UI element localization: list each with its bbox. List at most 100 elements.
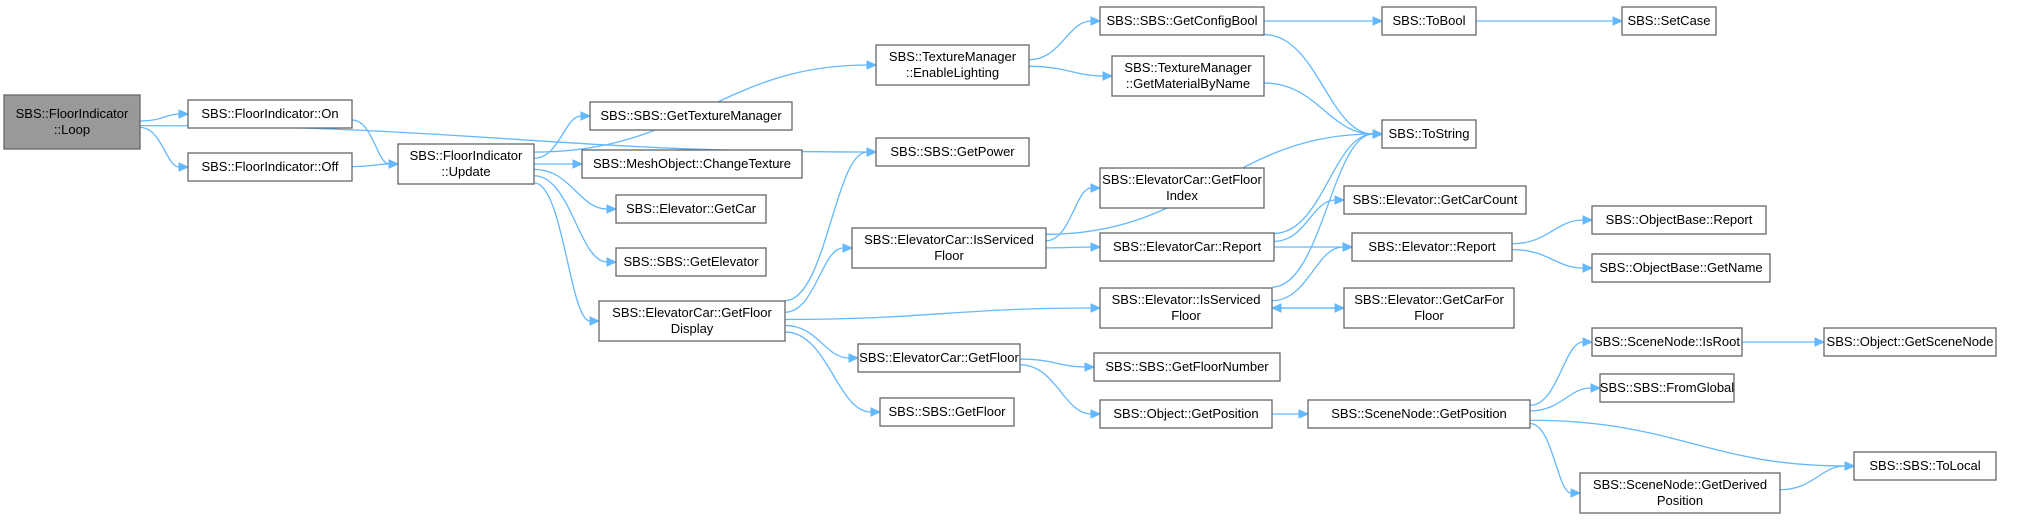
node-gettexmgr[interactable]: SBS::SBS::GetTextureManager (589, 101, 793, 131)
node-carreport[interactable]: SBS::ElevatorCar::Report (1099, 232, 1275, 262)
arrowhead-icon (1090, 16, 1102, 26)
edge-elevreport-to-objreport (1511, 215, 1594, 245)
node-box (1591, 205, 1767, 235)
edge-line (1529, 387, 1592, 412)
arrowhead-icon (1582, 263, 1594, 273)
node-label: SBS::ObjectBase::Report (1606, 212, 1753, 227)
node-label: SBS::SBS::GetPower (890, 144, 1015, 159)
node-getelevator[interactable]: SBS::SBS::GetElevator (615, 247, 767, 277)
node-label: SBS::Object::GetPosition (1113, 406, 1258, 421)
node-getconfigbool[interactable]: SBS::SBS::GetConfigBool (1099, 6, 1265, 36)
node-label: SBS::ElevatorCar::Report (1113, 239, 1262, 254)
node-setcase[interactable]: SBS::SetCase (1621, 6, 1717, 36)
edge-cargetfloor-to-objgetposition (1019, 364, 1102, 419)
node-tobool[interactable]: SBS::ToBool (1381, 6, 1477, 36)
arrowhead-icon (1582, 215, 1594, 225)
node-box (187, 152, 353, 182)
node-label: SBS::ObjectBase::GetName (1599, 260, 1762, 275)
edge-getfloordisplay-to-cargetfloor (784, 324, 860, 363)
node-box (851, 227, 1047, 269)
edge-line (1529, 341, 1584, 407)
node-label: SBS::FloorIndicator (16, 106, 129, 121)
edge-getcarforfloor-to-elevisserviced (1270, 303, 1345, 313)
arrowhead-icon (842, 243, 854, 253)
node-box (615, 247, 767, 277)
node-box (875, 44, 1030, 86)
node-getmaterial[interactable]: SBS::TextureManager::GetMaterialByName (1111, 55, 1265, 97)
edge-line (1273, 199, 1336, 243)
node-enablelighting[interactable]: SBS::TextureManager::EnableLighting (875, 44, 1030, 86)
node-on[interactable]: SBS::FloorIndicator::On (187, 99, 353, 129)
node-off[interactable]: SBS::FloorIndicator::Off (187, 152, 353, 182)
node-box (1099, 287, 1273, 329)
edge-getderived-to-tolocal (1779, 461, 1856, 491)
edge-carisserviced-to-carreport (1045, 242, 1102, 252)
node-elevreport[interactable]: SBS::Elevator::Report (1351, 232, 1513, 262)
node-getfloornumber[interactable]: SBS::SBS::GetFloorNumber (1093, 352, 1281, 382)
node-getcarcount[interactable]: SBS::Elevator::GetCarCount (1343, 185, 1527, 215)
node-label: SBS::SetCase (1627, 13, 1710, 28)
node-box (1591, 327, 1743, 357)
node-box (1099, 167, 1265, 209)
node-label: Position (1657, 493, 1703, 508)
node-box (1381, 6, 1477, 36)
arrowhead-icon (1084, 362, 1096, 372)
node-label: SBS::Elevator::GetCarCount (1353, 192, 1518, 207)
node-label: Display (671, 321, 714, 336)
node-isroot[interactable]: SBS::SceneNode::IsRoot (1591, 327, 1743, 357)
node-fromglobal[interactable]: SBS::SBS::FromGlobal (1599, 373, 1735, 403)
nodes-layer: SBS::FloorIndicator::LoopSBS::FloorIndic… (3, 6, 1997, 514)
edge-line (1511, 248, 1584, 269)
node-label: SBS::Elevator::Report (1368, 239, 1496, 254)
edge-line (1263, 82, 1374, 135)
arrowhead-icon (178, 109, 190, 119)
node-objreport[interactable]: SBS::ObjectBase::Report (1591, 205, 1767, 235)
node-tolocal[interactable]: SBS::SBS::ToLocal (1853, 451, 1997, 481)
node-box (1307, 399, 1531, 429)
node-sbsgetfloor[interactable]: SBS::SBS::GetFloor (879, 397, 1015, 427)
edge-sngetposition-to-tolocal (1529, 419, 1856, 471)
arrowhead-icon (572, 159, 584, 169)
edge-line (784, 331, 872, 413)
node-loop[interactable]: SBS::FloorIndicator::Loop (3, 94, 141, 150)
arrowhead-icon (1090, 303, 1102, 313)
node-label: SBS::SBS::GetElevator (623, 254, 759, 269)
node-getcar[interactable]: SBS::Elevator::GetCar (615, 194, 767, 224)
edge-line (1019, 358, 1086, 368)
node-tostring[interactable]: SBS::ToString (1381, 119, 1477, 149)
arrowhead-icon (1814, 337, 1826, 347)
node-label: SBS::ElevatorCar::IsServiced (864, 232, 1034, 247)
node-label: SBS::SceneNode::GetDerived (1593, 477, 1767, 492)
edge-isroot-to-getscenenode (1741, 337, 1826, 347)
arrowhead-icon (1334, 195, 1346, 205)
edge-line (1273, 133, 1374, 235)
arrowhead-icon (1270, 303, 1282, 313)
node-box (1343, 287, 1515, 329)
node-objgetposition[interactable]: SBS::Object::GetPosition (1099, 399, 1273, 429)
node-label: Floor (1171, 308, 1201, 323)
node-label: SBS::FloorIndicator::Off (201, 159, 338, 174)
node-changetex[interactable]: SBS::MeshObject::ChangeTexture (581, 149, 803, 179)
arrowhead-icon (866, 147, 878, 157)
node-sngetposition[interactable]: SBS::SceneNode::GetPosition (1307, 399, 1531, 429)
edge-line (1529, 422, 1572, 494)
node-cargetfloor[interactable]: SBS::ElevatorCar::GetFloor (857, 343, 1021, 373)
node-label: SBS::SBS::GetFloorNumber (1105, 359, 1269, 374)
edge-update-to-getelevator (533, 175, 618, 267)
node-update[interactable]: SBS::FloorIndicator::Update (397, 143, 535, 185)
node-label: SBS::SceneNode::IsRoot (1594, 334, 1740, 349)
arrowhead-icon (870, 407, 882, 417)
edge-line (351, 119, 390, 165)
node-getpower[interactable]: SBS::SBS::GetPower (875, 137, 1030, 167)
node-getscenenode[interactable]: SBS::Object::GetSceneNode (1823, 327, 1997, 357)
arrowhead-icon (580, 111, 592, 121)
node-objgetname[interactable]: SBS::ObjectBase::GetName (1591, 253, 1771, 283)
arrowhead-icon (1372, 129, 1384, 139)
